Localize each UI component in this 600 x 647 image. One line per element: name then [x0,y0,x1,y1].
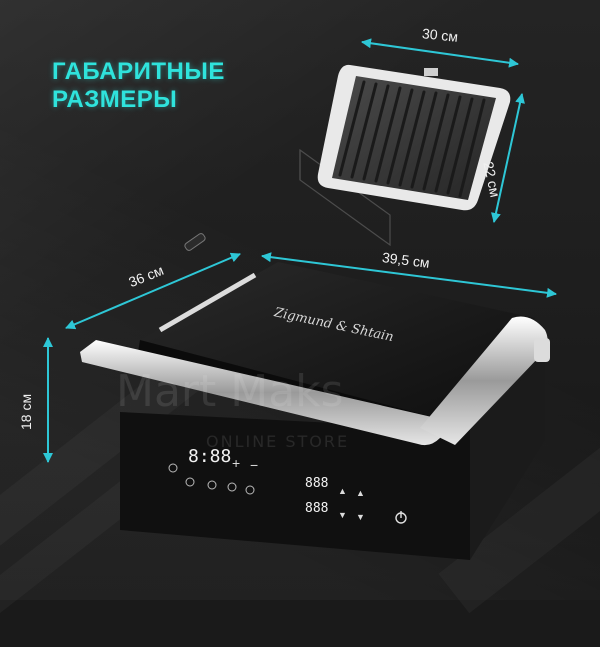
dimension-arrows [43,38,557,463]
plus-button-label: + [232,455,240,471]
control-panel: 8:88 + − 888 888 ▲ ▲ ▼ ▼ [168,446,407,524]
label-grill-height: 18 см [18,393,34,430]
arrow-grill-width [261,252,557,298]
minus-button-label: − [250,457,258,473]
arrow-plate-depth [491,93,525,223]
product-illustration: Zigmund & Shtain 8:88 + − 888 888 ▲ ▲ ▼ … [43,38,557,524]
grill-plate [317,64,511,211]
headline-line-1: ГАБАРИТНЫЕ [52,58,225,85]
watermark-tagline: ONLINE STORE [206,432,350,451]
headline: ГАБАРИТНЫЕ РАЗМЕРЫ [52,58,225,114]
arrow-grill-depth [65,252,241,330]
arrow-plate-width [361,38,519,68]
hinge-part [184,233,206,251]
down-arrow-lower-2: ▼ [356,512,365,522]
plate-ghost-outline [299,148,391,247]
down-arrow-lower: ▼ [338,510,347,520]
display-upper: 888 [305,476,328,491]
up-arrow-upper: ▲ [338,486,347,496]
headline-line-2: РАЗМЕРЫ [52,86,178,113]
main-display: 8:88 [188,446,231,467]
watermark-name: Mart Maks [116,366,344,417]
display-lower: 888 [305,501,328,516]
up-arrow-upper-2: ▲ [356,488,365,498]
